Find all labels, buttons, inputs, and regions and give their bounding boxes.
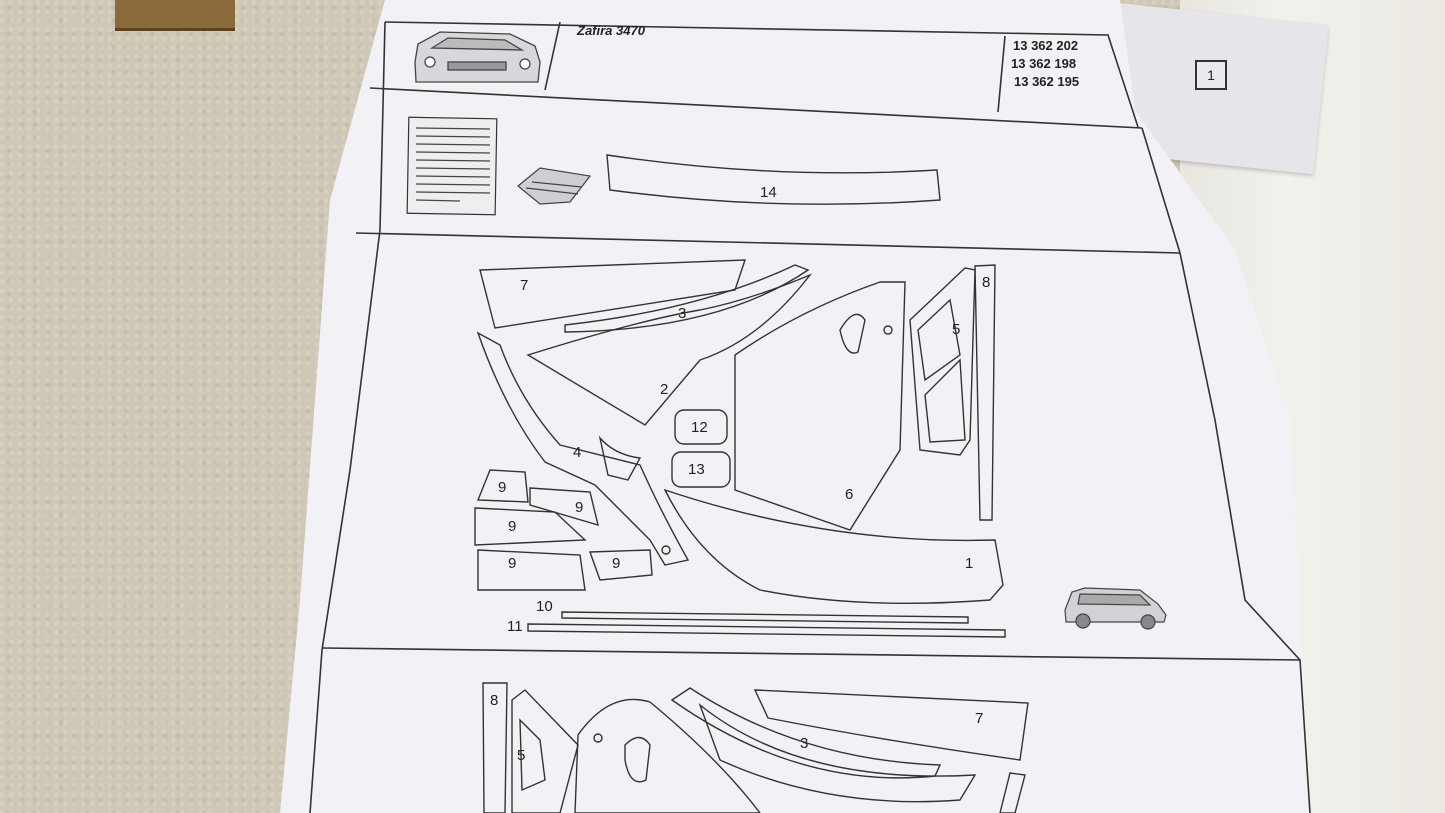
part-9c-shape xyxy=(474,507,587,546)
part-label-9a: 9 xyxy=(498,479,506,496)
part-5-shape xyxy=(909,267,976,456)
part-number-1: 13 362 202 xyxy=(1013,38,1078,53)
part-1-shape xyxy=(663,488,1004,605)
part-label-5: 5 xyxy=(952,321,960,338)
part-12-shape xyxy=(674,409,728,445)
part-6-shape xyxy=(734,281,906,531)
part-11-shape xyxy=(527,623,1006,638)
part-6-hole xyxy=(883,325,893,335)
part-8-shape xyxy=(974,264,996,521)
part-label-9b: 9 xyxy=(575,499,583,516)
part-label-12: 12 xyxy=(691,419,708,436)
part-4-hole xyxy=(661,545,671,555)
part-label-14: 14 xyxy=(760,184,777,201)
mirrored-parts-diagram xyxy=(482,682,1029,813)
part-2b-shape xyxy=(698,702,977,803)
part-number-3: 13 362 195 xyxy=(1014,74,1079,89)
part-label-13: 13 xyxy=(688,461,705,478)
part-5b-inner xyxy=(519,718,546,792)
car-front-icon xyxy=(414,31,541,83)
part-6b-handle xyxy=(624,736,651,783)
cardboard-box-corner xyxy=(115,0,235,31)
part-label-7: 7 xyxy=(520,277,528,294)
part-14-shape xyxy=(606,154,941,205)
part-9a-shape xyxy=(476,469,529,503)
part-6-handle xyxy=(839,313,866,354)
part-5-inner-upper xyxy=(917,298,961,382)
sheet-number: 1 xyxy=(1195,60,1227,90)
part-10-shape xyxy=(561,611,969,624)
part-4-window xyxy=(598,435,642,481)
parts-diagram xyxy=(474,259,1006,638)
part-13-shape xyxy=(671,451,731,488)
part-6b-hole xyxy=(593,733,603,743)
part-3b-shape xyxy=(670,687,942,779)
part-5b-shape xyxy=(511,689,579,813)
part-label-7b: 7 xyxy=(975,710,983,727)
part-label-5b: 5 xyxy=(517,747,525,764)
part-5-inner-lower xyxy=(924,358,966,443)
part-label-2: 2 xyxy=(660,381,668,398)
part-label-11: 11 xyxy=(507,618,523,635)
part-label-3b: 3 xyxy=(800,735,808,752)
part-8b-tip xyxy=(999,772,1026,813)
part-9d-shape xyxy=(477,549,586,591)
part-6b-shape xyxy=(574,698,761,813)
part-label-1: 1 xyxy=(965,555,973,572)
part-label-9d: 9 xyxy=(508,555,516,572)
part-label-3: 3 xyxy=(678,305,686,322)
part-7b-shape xyxy=(753,689,1029,761)
part-label-9c: 9 xyxy=(508,518,516,535)
part-labels: 7 3 2 4 5 8 6 12 13 9 9 9 9 9 1 10 11 xyxy=(498,274,990,635)
part-number-2: 13 362 198 xyxy=(1011,56,1076,71)
part-label-8: 8 xyxy=(982,274,990,291)
squeegee-tool-icon xyxy=(517,167,592,205)
car-side-icon xyxy=(1064,587,1167,630)
part-4-shape xyxy=(476,331,690,566)
part-label-4: 4 xyxy=(573,444,581,461)
instruction-booklet-icon xyxy=(406,116,498,216)
part-label-9e: 9 xyxy=(612,555,620,572)
part-9b-shape xyxy=(529,487,599,527)
document-frame xyxy=(309,21,1311,813)
model-title: Zafira 3470 xyxy=(576,23,646,38)
part-label-8b: 8 xyxy=(490,692,498,709)
part-3-shape xyxy=(564,264,810,333)
part-8b-shape xyxy=(482,682,508,813)
paper-sheet xyxy=(280,0,1310,813)
part-2-shape xyxy=(526,273,813,426)
part-label-10: 10 xyxy=(536,598,553,615)
part-label-6: 6 xyxy=(845,486,853,503)
part-9e-shape xyxy=(589,549,653,581)
